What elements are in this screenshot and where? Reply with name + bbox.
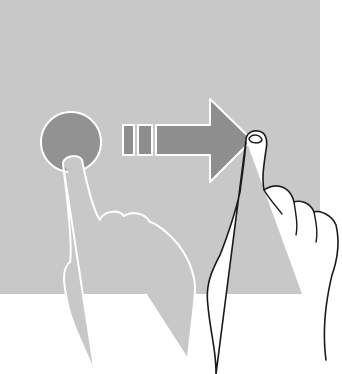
- fingernail-icon: [249, 135, 262, 143]
